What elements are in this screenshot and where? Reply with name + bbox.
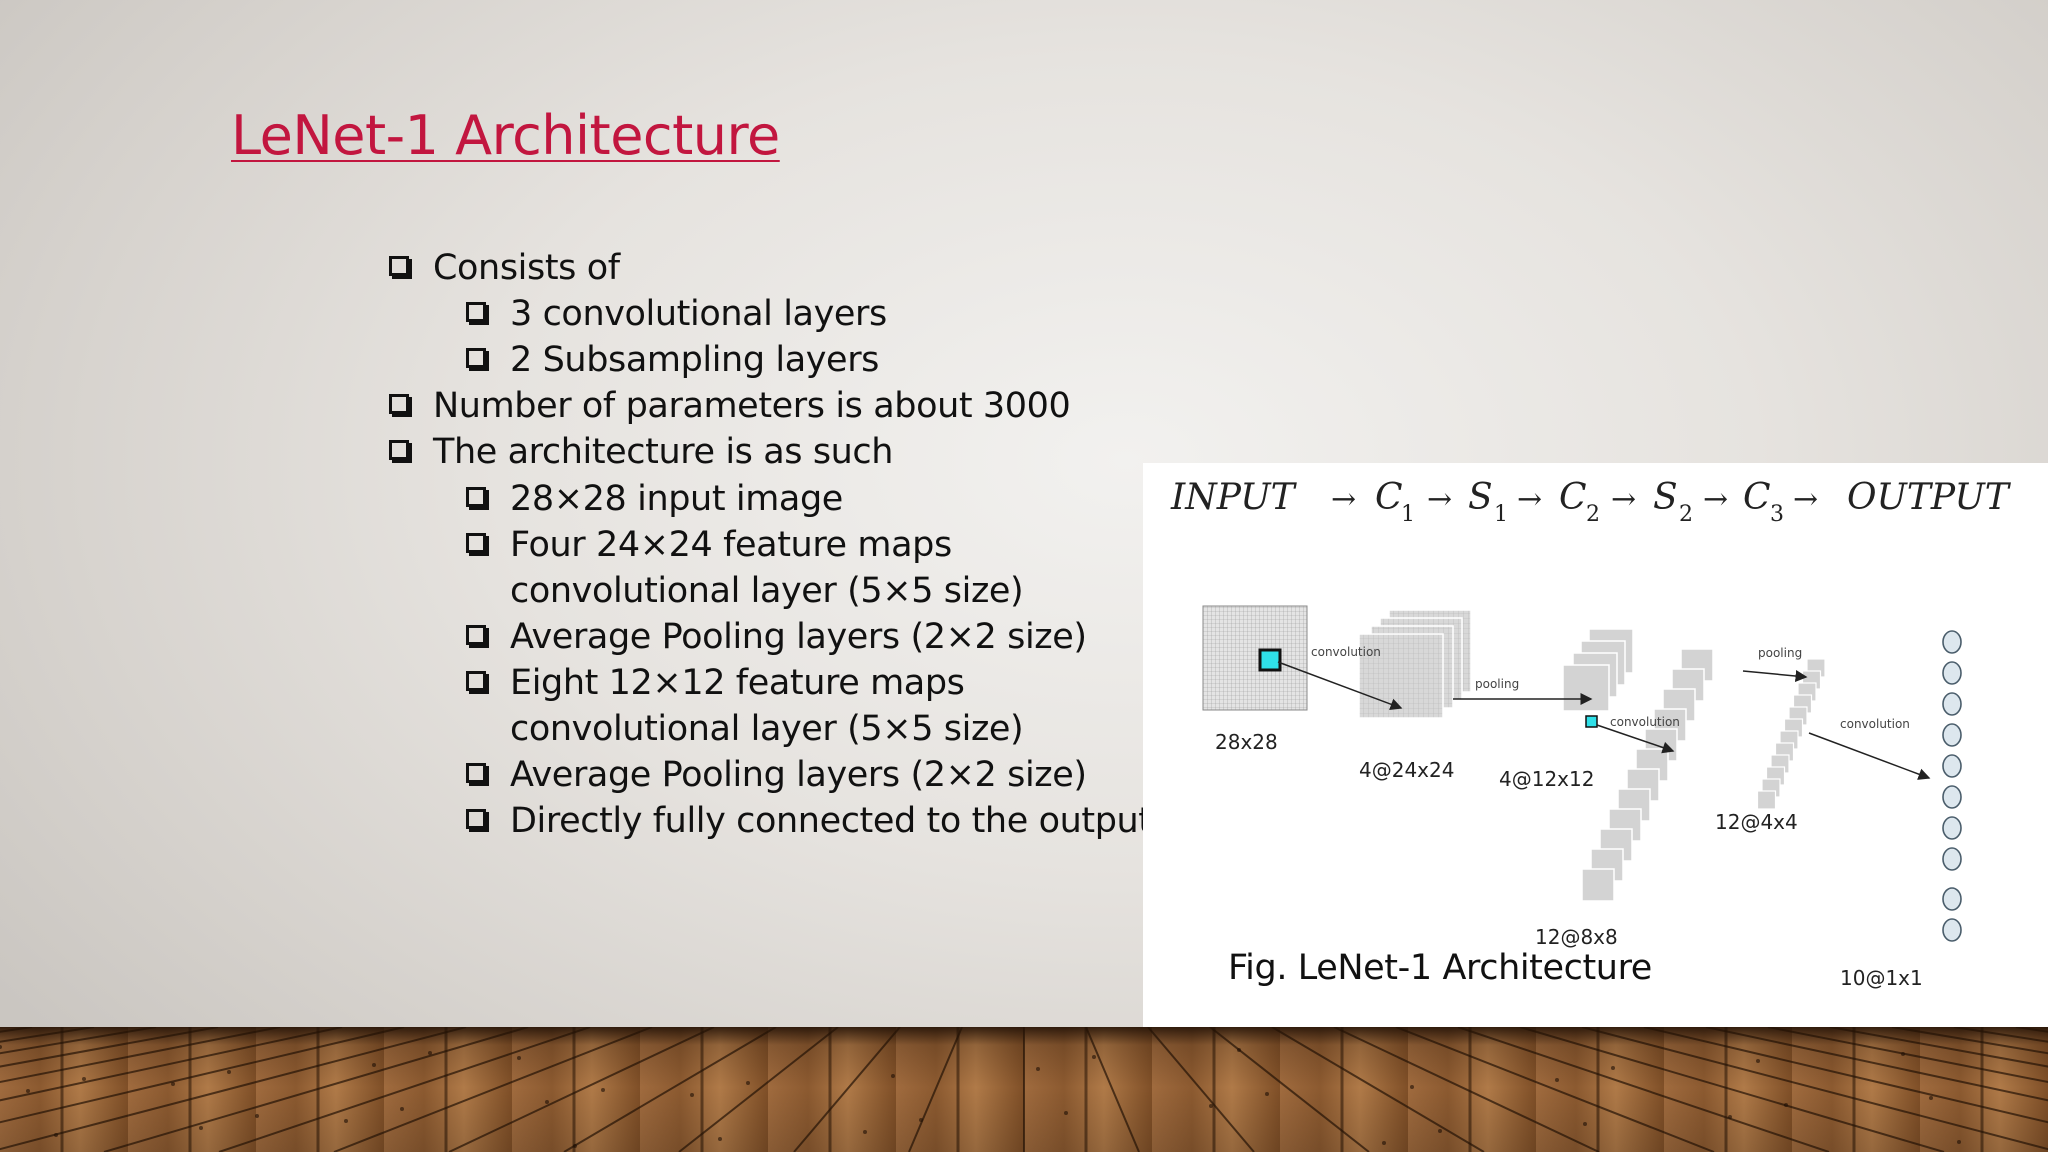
formula-arrow-1: →	[1331, 482, 1356, 517]
op-conv1: convolution	[1311, 645, 1381, 659]
s1-kernel-highlight	[1585, 715, 1598, 728]
formula-c1-sub: 1	[1401, 502, 1415, 527]
output-node	[1942, 887, 1962, 911]
checkbox-bullet-icon	[466, 302, 486, 323]
output-node	[1942, 692, 1962, 716]
formula-arrow-2: →	[1427, 482, 1452, 517]
bullet-text: 28×28 input image	[510, 478, 843, 519]
s2-layer	[1756, 658, 1826, 810]
formula-arrow-4: →	[1611, 482, 1636, 517]
output-node	[1942, 754, 1962, 778]
output-node	[1942, 661, 1962, 685]
s2-feature-map	[1756, 790, 1777, 810]
kernel-highlight	[1258, 648, 1282, 672]
formula-s1: S	[1468, 477, 1493, 518]
bullet-text: Average Pooling layers (2×2 size)	[510, 755, 1087, 796]
formula-c3-sub: 3	[1770, 502, 1784, 527]
bullet-text: Number of parameters is about 3000	[433, 386, 1071, 427]
checkbox-bullet-icon	[466, 809, 486, 830]
label-c1: 4@24x24	[1359, 758, 1454, 782]
slide-title: LeNet-1 Architecture	[231, 104, 780, 167]
checkbox-bullet-icon	[466, 763, 486, 784]
checkbox-bullet-icon	[389, 394, 409, 415]
checkbox-bullet-icon	[389, 256, 409, 276]
op-pool1: pooling	[1475, 677, 1519, 691]
bullet-text: Four 24×24 feature maps	[510, 524, 952, 565]
formula-s1-sub: 1	[1494, 502, 1508, 527]
checkbox-bullet-icon	[466, 486, 486, 507]
label-s2: 12@4x4	[1715, 810, 1798, 834]
output-node	[1942, 785, 1962, 809]
formula-c3: C	[1743, 477, 1771, 518]
label-output: 10@1x1	[1840, 966, 1923, 990]
formula-c2-sub: 2	[1586, 502, 1600, 527]
lenet-figure: INPUT → C 1 → S 1 → C 2 → S 2 → C 3 → OU…	[1143, 463, 2048, 1028]
label-c2: 12@8x8	[1535, 925, 1618, 949]
formula-c2: C	[1559, 477, 1587, 518]
label-s1: 4@12x12	[1499, 767, 1594, 791]
op-conv3: convolution	[1840, 717, 1910, 731]
c2-layer	[1581, 648, 1714, 902]
lenet-diagram: INPUT → C 1 → S 1 → C 2 → S 2 → C 3 → OU…	[1170, 477, 2012, 990]
formula-s2-sub: 2	[1679, 502, 1693, 527]
formula-output: OUTPUT	[1847, 477, 2012, 518]
formula-s2: S	[1653, 477, 1678, 518]
checkbox-bullet-icon	[466, 670, 486, 691]
formula-arrow-6: →	[1793, 482, 1818, 517]
op-pool2: pooling	[1758, 646, 1802, 660]
output-node	[1942, 918, 1962, 942]
formula: INPUT → C 1 → S 1 → C 2 → S 2 → C 3 → OU…	[1170, 477, 2012, 527]
label-input: 28x28	[1215, 730, 1278, 754]
op-conv2: convolution	[1610, 715, 1680, 729]
output-node	[1942, 723, 1962, 747]
output-node	[1942, 816, 1962, 840]
formula-arrow-5: →	[1703, 482, 1728, 517]
formula-c1: C	[1375, 477, 1403, 518]
bullet-text: 2 Subsampling layers	[510, 340, 880, 381]
formula-arrow-3: →	[1517, 482, 1542, 517]
bullet-text: Consists of	[433, 248, 620, 288]
output-layer	[1942, 630, 1962, 942]
s1-layer: 4@12x12	[1499, 628, 1634, 791]
c1-layer: 4@24x24	[1358, 609, 1472, 782]
bullet-text: Directly fully connected to the output	[510, 801, 1152, 842]
checkbox-bullet-icon	[466, 532, 486, 553]
output-node	[1942, 630, 1962, 654]
bullet-text: The architecture is as such	[433, 432, 894, 473]
formula-input: INPUT	[1170, 477, 1298, 518]
bullet-text: 3 convolutional layers	[510, 294, 887, 335]
c2-feature-map	[1581, 868, 1615, 902]
bullet-text: Average Pooling layers (2×2 size)	[510, 616, 1087, 657]
output-node	[1942, 847, 1962, 871]
figure-caption: Fig. LeNet-1 Architecture	[1228, 948, 1652, 988]
checkbox-bullet-icon	[466, 348, 486, 369]
bullet-text: convolutional layer (5×5 size)	[510, 570, 1024, 611]
bullet-text: convolutional layer (5×5 size)	[510, 709, 1024, 749]
floor-planks	[0, 1027, 2048, 1152]
bullet-text: Eight 12×12 feature maps	[510, 662, 965, 703]
checkbox-bullet-icon	[389, 440, 409, 461]
checkbox-bullet-icon	[466, 624, 486, 645]
input-layer: 28x28	[1202, 605, 1308, 754]
